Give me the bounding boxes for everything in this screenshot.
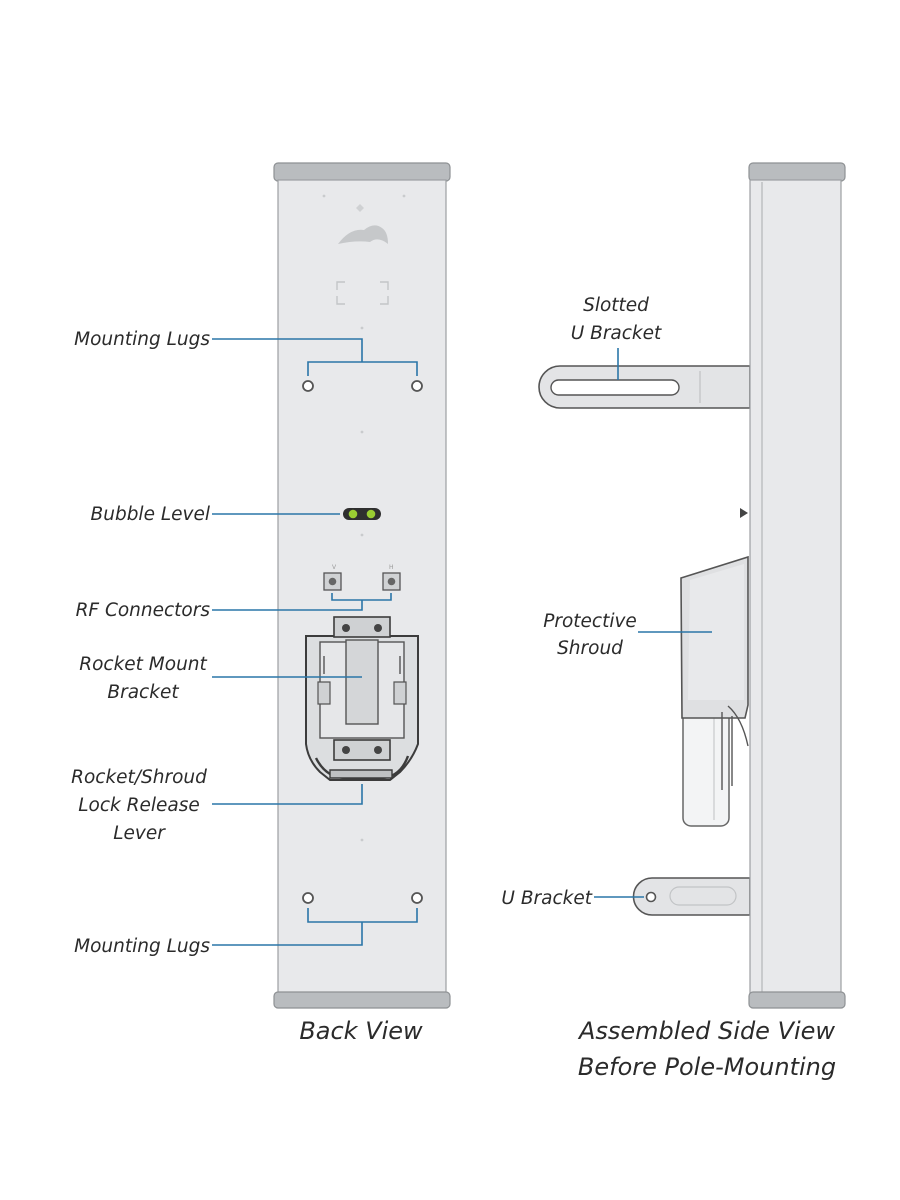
back-bottom-end-cap — [273, 991, 451, 1009]
rf-connector-left: V — [323, 564, 342, 591]
caption-side-view-2: Before Pole-Mounting — [578, 1053, 836, 1081]
label-area-outline — [336, 281, 389, 305]
label-u-bracket: U Bracket — [501, 888, 592, 909]
svg-text:H: H — [389, 564, 394, 571]
mounting-lug-bottom-right — [411, 892, 423, 904]
mounting-lug-top-left — [302, 380, 314, 392]
label-mounting-lugs-top: Mounting Lugs — [74, 329, 210, 350]
leader-rf-connectors — [212, 593, 392, 611]
side-bottom-end-cap — [748, 991, 846, 1009]
label-rocket-mount-bracket-2: Bracket — [107, 682, 179, 703]
u-bracket — [632, 877, 751, 916]
label-rocket-mount-bracket-1: Rocket Mount — [79, 654, 207, 675]
label-protective-shroud-1: Protective — [543, 611, 637, 632]
back-view-leader-lines — [212, 338, 418, 946]
label-protective-shroud-2: Shroud — [557, 638, 623, 659]
back-view-antenna: V H — [273, 162, 451, 1009]
back-panel — [277, 179, 447, 995]
caption-back-view: Back View — [299, 1017, 423, 1045]
side-top-end-cap — [748, 162, 846, 182]
manufacturer-logo-icon — [338, 204, 388, 244]
rocket-mount-bracket — [305, 616, 419, 781]
label-lock-release-2: Lock Release — [78, 795, 200, 816]
label-slotted-u-bracket-2: U Bracket — [571, 323, 662, 344]
leader-mounting-lugs-bottom — [212, 908, 418, 946]
side-panel — [749, 179, 842, 995]
back-view-labels: Mounting Lugs Bubble Level RF Connectors… — [71, 329, 211, 957]
bubble-level-icon — [343, 508, 381, 520]
side-view-labels: Slotted U Bracket Protective Shroud U Br… — [501, 295, 662, 909]
side-view-antenna — [538, 162, 846, 1009]
label-lock-release-1: Rocket/Shroud — [71, 767, 207, 788]
back-top-end-cap — [273, 162, 451, 182]
label-rf-connectors: RF Connectors — [76, 600, 211, 621]
caption-side-view-1: Assembled Side View — [577, 1017, 835, 1045]
slotted-u-bracket — [538, 365, 751, 409]
label-bubble-level: Bubble Level — [91, 504, 211, 525]
mounting-lug-bottom-left — [302, 892, 314, 904]
rf-connector-right: H — [382, 564, 401, 591]
mounting-lug-top-right — [411, 380, 423, 392]
label-slotted-u-bracket-1: Slotted — [583, 295, 649, 316]
label-lock-release-3: Lever — [113, 823, 166, 844]
protective-shroud — [680, 508, 749, 827]
label-mounting-lugs-bottom: Mounting Lugs — [74, 936, 210, 957]
side-view-leader-lines — [594, 348, 712, 898]
leader-lock-release — [212, 784, 363, 805]
leader-mounting-lugs-top — [212, 338, 418, 376]
panel-marks — [322, 194, 406, 842]
svg-text:V: V — [332, 564, 337, 571]
